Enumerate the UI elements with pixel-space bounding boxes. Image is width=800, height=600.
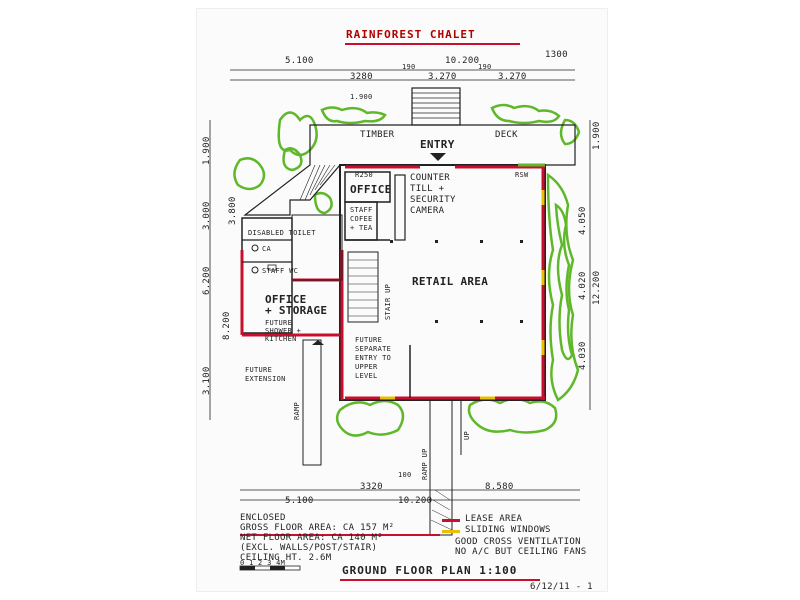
entry-arrow xyxy=(430,153,446,161)
dim-top-left-total: 5.100 xyxy=(285,56,314,66)
entry-steps xyxy=(411,87,461,126)
label-rsw: RSW xyxy=(515,171,529,179)
plant-right-side xyxy=(546,172,580,402)
plant-top-left-2 xyxy=(282,147,303,172)
label-up: UP xyxy=(463,430,471,440)
note-line-2: GROSS FLOOR AREA: CA 157 M² xyxy=(240,523,395,533)
label-office: OFFICE xyxy=(350,183,392,196)
label-deck: DECK xyxy=(495,130,518,140)
dim-bottom-right-total: 10.200 xyxy=(398,496,433,506)
dim-left-4: 6.200 xyxy=(202,266,212,295)
legend-lease-swatch xyxy=(442,519,460,522)
legend-window-swatch xyxy=(442,530,460,533)
plant-top-right xyxy=(490,103,561,125)
label-staff: STAFF xyxy=(350,206,373,214)
plant-top-left xyxy=(277,111,318,157)
footer-title: GROUND FLOOR PLAN 1:100 xyxy=(342,564,518,577)
dim-bottom-left-total: 5.100 xyxy=(285,496,314,506)
label-timber: TIMBER xyxy=(360,130,395,140)
dim-top-gap1: 190 xyxy=(402,63,416,71)
dim-top-seg2: 3.270 xyxy=(428,72,457,82)
label-coffee: COFEE xyxy=(350,215,373,223)
dim-left-2: 3.000 xyxy=(202,201,212,230)
drawing-date: 6/12/11 - 1 xyxy=(530,582,593,592)
label-future-shower-2: SHOWER + xyxy=(265,327,302,335)
plant-right-side-2 xyxy=(554,202,574,361)
dim-right-1: 1.900 xyxy=(592,121,602,150)
label-till: TILL + xyxy=(410,184,445,194)
label-future-separate-3: ENTRY TO xyxy=(355,354,392,362)
ramps xyxy=(302,339,462,536)
label-security: SECURITY xyxy=(410,195,456,205)
counter xyxy=(394,174,406,241)
label-ramp-left: RAMP xyxy=(293,401,301,420)
dim-bottom-seg2: 8.580 xyxy=(485,482,514,492)
dim-left-1: 1.900 xyxy=(202,136,212,165)
plant-top xyxy=(320,106,387,125)
ramp-left xyxy=(302,339,322,466)
dim-right-4: 12.200 xyxy=(592,270,602,305)
label-counter: COUNTER xyxy=(410,173,451,183)
note-line-4: (EXCL. WALLS/POST/STAIR) xyxy=(240,543,378,553)
plant-right-top xyxy=(559,118,581,146)
label-tea: + TEA xyxy=(350,224,373,232)
vegetation xyxy=(233,103,581,437)
legend-vent-1: GOOD CROSS VENTILATION xyxy=(455,537,581,547)
dim-top-right-total: 10.200 xyxy=(445,56,480,66)
scale-bar xyxy=(239,565,301,571)
label-future-separate-5: LEVEL xyxy=(355,372,378,380)
label-entry: ENTRY xyxy=(420,138,455,151)
dim-bottom-seg1: 3320 xyxy=(360,482,383,492)
dim-top-corner: 1300 xyxy=(545,50,568,60)
label-office-storage-2: + STORAGE xyxy=(265,304,328,317)
label-retail-area: RETAIL AREA xyxy=(412,275,489,288)
legend-window: SLIDING WINDOWS xyxy=(465,525,551,535)
legend-vent-2: NO A/C BUT CEILING FANS xyxy=(455,547,587,557)
dim-top-seg1: 3280 xyxy=(350,72,373,82)
label-future-separate-1: FUTURE xyxy=(355,336,383,344)
dim-top-gap2: 190 xyxy=(478,63,492,71)
timber-deck xyxy=(243,87,576,216)
label-office-storage-1: OFFICE xyxy=(265,293,307,306)
note-line-1: ENCLOSED xyxy=(240,513,286,523)
scale-label: 0 1 2 3 4M xyxy=(240,559,286,567)
label-future-separate-2: SEPARATE xyxy=(355,345,392,353)
dim-left-3: 3.800 xyxy=(228,196,238,225)
paper-sheet xyxy=(196,8,608,592)
label-future-extension-2: EXTENSION xyxy=(245,375,286,383)
legend-lease: LEASE AREA xyxy=(465,514,523,524)
label-future-shower-1: FUTURE xyxy=(265,319,293,327)
plant-left-mid xyxy=(233,157,266,191)
dim-right-2: 4.050 xyxy=(578,206,588,235)
dim-right-3: 4.020 xyxy=(578,271,588,300)
dimension-lines xyxy=(209,69,591,501)
label-future-shower-3: KITCHEN xyxy=(265,335,297,343)
dim-top-seg3: 3.270 xyxy=(498,72,527,82)
label-disabled-toilet: DISABLED TOILET xyxy=(248,229,316,237)
note-line-5: CEILING HT. 2.6M xyxy=(240,553,332,563)
drawing-title: RAINFOREST CHALET xyxy=(346,28,476,41)
dim-left-6: 3.100 xyxy=(202,366,212,395)
plant-bottom-right xyxy=(467,397,558,434)
label-future-separate-4: UPPER xyxy=(355,363,378,371)
dim-top-small: 1.900 xyxy=(350,93,373,101)
label-r250: R250 xyxy=(355,171,374,179)
dim-bottom-gap: 100 xyxy=(398,471,412,479)
stair xyxy=(347,251,379,323)
label-stair-up: STAIR UP xyxy=(384,283,392,320)
label-future-extension-1: FUTURE xyxy=(245,366,273,374)
plant-office-left xyxy=(313,191,333,215)
label-camera: CAMERA xyxy=(410,206,445,216)
dim-right-5: 4.030 xyxy=(578,341,588,370)
label-staff-wc: STAFF WC xyxy=(262,267,299,275)
label-ramp-right: RAMP UP xyxy=(421,448,429,480)
ramp-right xyxy=(429,399,453,536)
dim-left-5: 8.200 xyxy=(222,311,232,340)
label-ca: CA xyxy=(262,245,272,253)
left-wing xyxy=(240,214,343,337)
note-line-3: NET FLOOR AREA: CA 140 M² xyxy=(240,533,383,543)
plant-bottom-left xyxy=(335,399,405,437)
